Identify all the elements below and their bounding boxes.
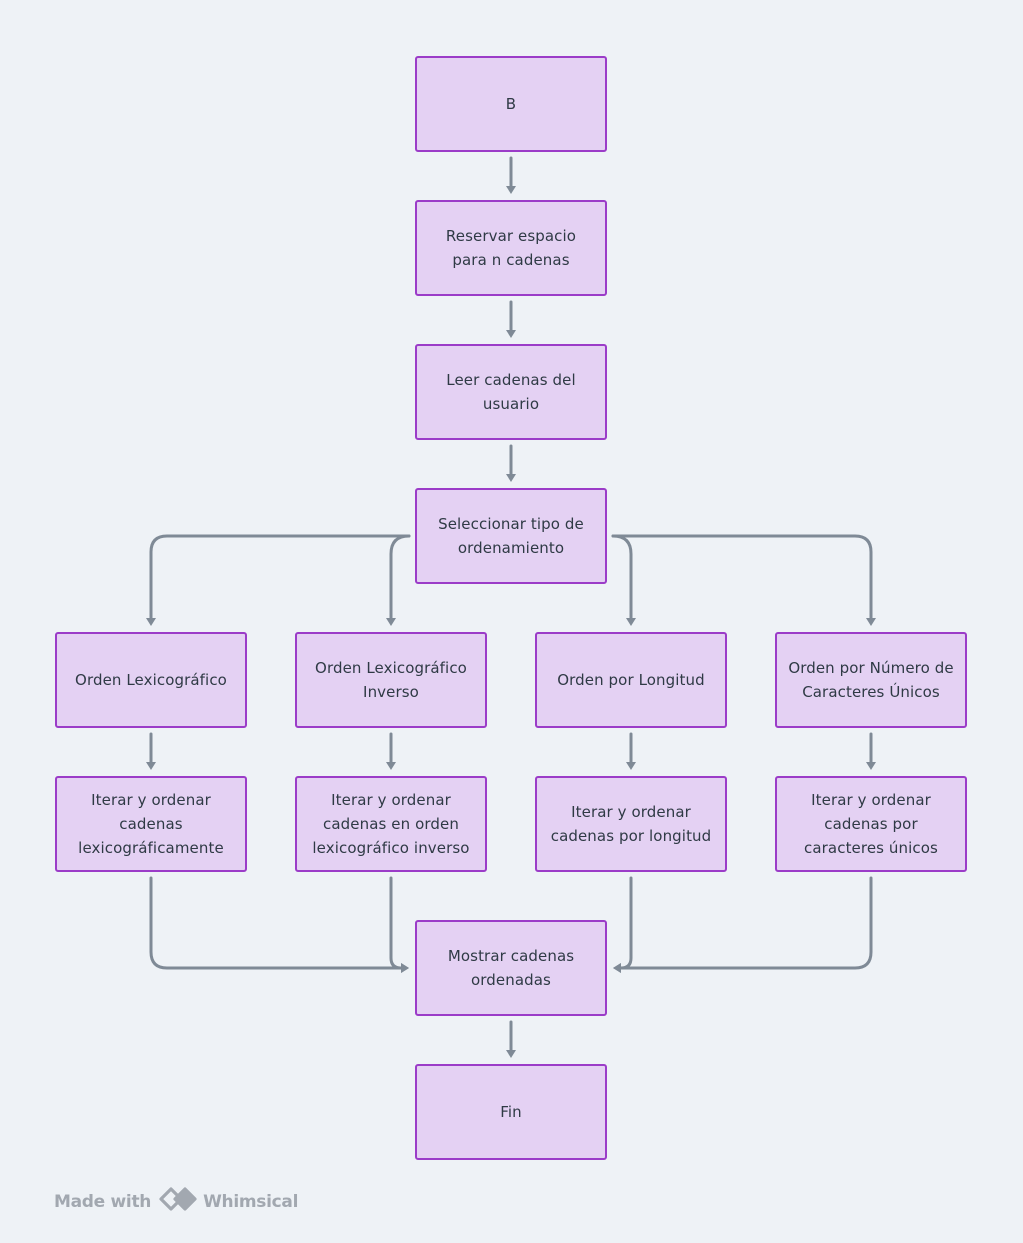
node-select-label: Seleccionar tipo de ordenamiento <box>438 515 584 557</box>
edge-select-to-lex <box>149 534 411 621</box>
node-length-label: Orden por Longitud <box>557 671 705 689</box>
node-lexinv[interactable]: Orden Lexicográfico Inverso <box>295 632 487 728</box>
arrowhead-select-to-unique <box>866 618 876 626</box>
node-select[interactable]: Seleccionar tipo de ordenamiento <box>415 488 607 584</box>
node-read-label: Leer cadenas del usuario <box>446 371 576 413</box>
edge-select-to-lexinv <box>389 534 411 621</box>
arrowhead-select-to-lex <box>146 618 156 626</box>
whimsical-brand-label: Whimsical <box>203 1191 299 1212</box>
node-unique-label: Orden por Número de Caracteres Únicos <box>788 659 954 701</box>
arrowhead-reserve-to-read <box>506 330 516 338</box>
node-start[interactable]: B <box>415 56 607 152</box>
made-with-whimsical[interactable]: Made with Whimsical <box>54 1186 298 1217</box>
node-lex[interactable]: Orden Lexicográfico <box>55 632 247 728</box>
edge-iter_lex-to-show <box>149 876 404 970</box>
made-with-label: Made with <box>54 1191 152 1212</box>
node-length[interactable]: Orden por Longitud <box>535 632 727 728</box>
node-end[interactable]: Fin <box>415 1064 607 1160</box>
arrowhead-lexinv-to-iter_lexinv <box>386 762 396 770</box>
node-show-label: Mostrar cadenas ordenadas <box>447 947 575 989</box>
arrowhead-iter_lexinv-to-show <box>401 963 409 973</box>
node-iter-lexinv[interactable]: Iterar y ordenar cadenas en orden lexico… <box>295 776 487 872</box>
node-iter-length-label: Iterar y ordenar cadenas por longitud <box>550 803 712 845</box>
node-reserve[interactable]: Reservar espacio para n cadenas <box>415 200 607 296</box>
node-lexinv-label: Orden Lexicográfico Inverso <box>315 659 467 701</box>
node-show[interactable]: Mostrar cadenas ordenadas <box>415 920 607 1016</box>
arrowhead-iter_unique-to-show <box>613 963 621 973</box>
edge-iter_lexinv-to-show <box>389 876 404 970</box>
node-reserve-label: Reservar espacio para n cadenas <box>445 227 577 269</box>
edge-select-to-length <box>611 534 633 621</box>
edge-iter_length-to-show <box>618 876 633 970</box>
node-lex-label: Orden Lexicográfico <box>75 671 227 689</box>
node-read[interactable]: Leer cadenas del usuario <box>415 344 607 440</box>
node-iter-lex[interactable]: Iterar y ordenar cadenas lexicográficame… <box>55 776 247 872</box>
arrowhead-show-to-end <box>506 1050 516 1058</box>
node-iter-unique-label: Iterar y ordenar cadenas por caracteres … <box>804 791 938 857</box>
edge-iter_unique-to-show <box>618 876 873 970</box>
node-iter-length[interactable]: Iterar y ordenar cadenas por longitud <box>535 776 727 872</box>
whimsical-logo-icon <box>159 1186 197 1217</box>
node-iter-unique[interactable]: Iterar y ordenar cadenas por caracteres … <box>775 776 967 872</box>
edge-select-to-unique <box>611 534 873 621</box>
node-iter-lexinv-label: Iterar y ordenar cadenas en orden lexico… <box>312 791 470 857</box>
arrowhead-start-to-reserve <box>506 186 516 194</box>
arrowhead-lex-to-iter_lex <box>146 762 156 770</box>
arrowhead-read-to-select <box>506 474 516 482</box>
node-end-label: Fin <box>500 1103 522 1121</box>
node-unique[interactable]: Orden por Número de Caracteres Únicos <box>775 632 967 728</box>
node-iter-lex-label: Iterar y ordenar cadenas lexicográficame… <box>78 791 224 857</box>
arrowhead-select-to-length <box>626 618 636 626</box>
node-start-label: B <box>505 95 517 113</box>
arrowhead-unique-to-iter_unique <box>866 762 876 770</box>
arrowhead-length-to-iter_length <box>626 762 636 770</box>
arrowhead-select-to-lexinv <box>386 618 396 626</box>
